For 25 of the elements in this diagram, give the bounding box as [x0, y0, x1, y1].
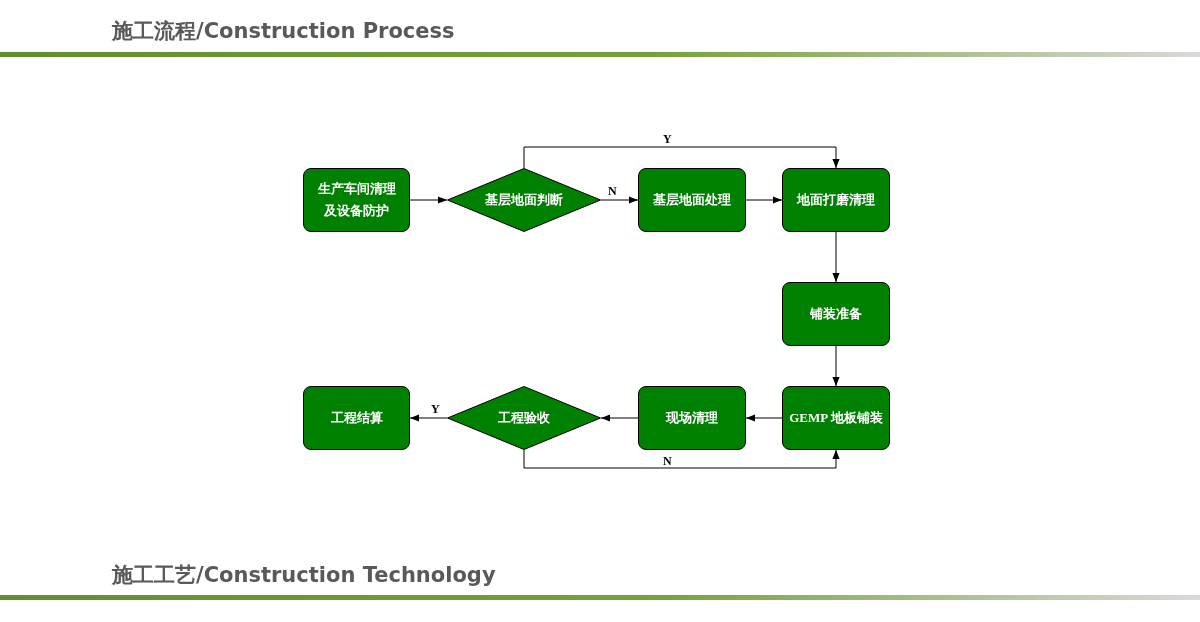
arrow	[409, 414, 448, 422]
edge-label: N	[607, 185, 618, 197]
process-box: 现场清理	[638, 386, 746, 450]
arrow	[832, 345, 840, 387]
heading: 施工工艺/Construction Technology	[112, 562, 496, 588]
process-box: 工程结算	[303, 386, 410, 450]
process-box: GEMP 地板铺装	[782, 386, 890, 450]
arrow	[523, 146, 840, 169]
arrow	[523, 449, 840, 469]
arrow	[832, 231, 840, 283]
process-box: 生产车间清理及设备防护	[303, 168, 410, 232]
arrow	[409, 196, 448, 204]
process-box: 地面打磨清理	[782, 168, 890, 232]
heading: 施工流程/Construction Process	[112, 18, 455, 44]
edge-label: N	[662, 455, 673, 467]
arrow	[745, 196, 783, 204]
arrow	[600, 414, 639, 422]
edge-label: Y	[662, 133, 673, 145]
process-box: 铺装准备	[782, 282, 890, 346]
process-box: 基层地面处理	[638, 168, 746, 232]
arrow	[745, 414, 783, 422]
edge-label: Y	[430, 403, 441, 415]
decision-diamond: 基层地面判断	[447, 168, 601, 232]
arrow	[600, 196, 639, 204]
decision-diamond: 工程验收	[447, 386, 601, 450]
